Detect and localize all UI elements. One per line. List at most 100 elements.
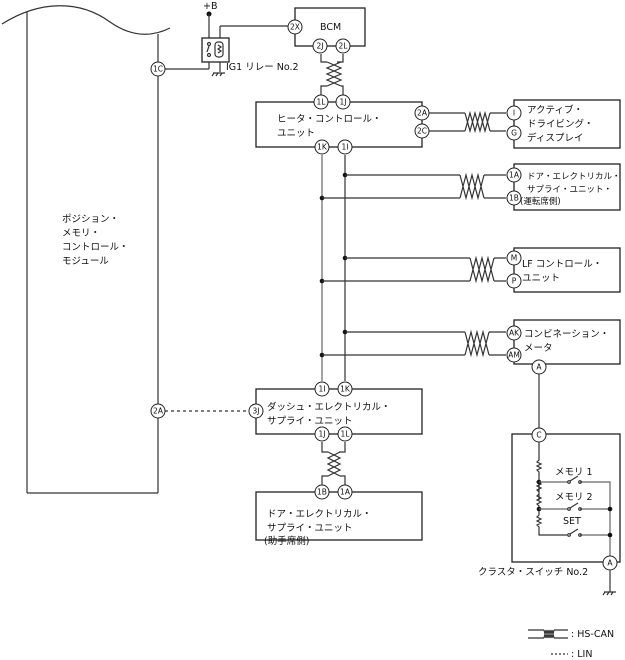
svg-text:ポジション・: ポジション・: [62, 214, 119, 225]
svg-text:2A: 2A: [153, 407, 164, 416]
svg-text:1A: 1A: [509, 171, 520, 180]
power-label: +B: [203, 1, 217, 12]
svg-text:1L: 1L: [341, 430, 351, 439]
cluster-box: [511, 433, 621, 563]
svg-text:A: A: [607, 559, 613, 568]
pesu-box: [255, 491, 423, 541]
svg-text:1I: 1I: [319, 385, 326, 394]
pin-hcu-1i: 1I: [337, 139, 353, 155]
svg-text:メモリ・: メモリ・: [62, 228, 100, 239]
hs-can-pair: [321, 442, 346, 486]
cluster-label: クラスタ・スイッチ No.2: [478, 567, 588, 578]
pin-dash-1l: 1L: [337, 426, 353, 442]
hcu-label: ヒータ・コントロール・: [277, 114, 382, 125]
pin-hcu-2c: 2C: [414, 123, 430, 139]
svg-text:1B: 1B: [509, 194, 519, 203]
pin-bcm-2l: 2L: [335, 38, 351, 54]
pin-dash-1k: 1K: [337, 381, 353, 397]
svg-text:1A: 1A: [340, 488, 351, 497]
pin-pesu-1b: 1B: [314, 484, 330, 500]
svg-text:1K: 1K: [340, 385, 351, 394]
switch-label-memory1: メモリ 1: [555, 467, 593, 478]
svg-text:コントロール・: コントロール・: [62, 242, 129, 253]
pin-hcu-2a: 2A: [414, 105, 430, 121]
svg-text:AK: AK: [509, 329, 520, 338]
svg-text:2C: 2C: [417, 127, 427, 136]
svg-text:1L: 1L: [317, 98, 327, 107]
relay-label: IG1 リレー No.2: [226, 62, 299, 73]
desu-label: ドア・エレクトリカル・: [527, 172, 621, 182]
relay-icon: [206, 41, 224, 58]
hs-can-pair: [429, 110, 506, 134]
desu-branch: [319, 172, 506, 201]
pin-pcm-2a: 2A: [150, 403, 166, 419]
pin-lf-p: P: [506, 273, 522, 289]
ground-icon: [602, 591, 616, 596]
svg-text:I: I: [513, 109, 515, 118]
svg-text:サプライ・ユニット: サプライ・ユニット: [267, 523, 353, 534]
pcm-label: ポジション・ メモリ・ コントロール・ モジュール: [62, 214, 129, 267]
legend: : HS-CAN : LIN: [528, 629, 614, 660]
cm-box: [513, 319, 621, 365]
svg-text:P: P: [512, 277, 517, 286]
svg-text:C: C: [536, 431, 541, 440]
pin-lf-m: M: [506, 250, 522, 266]
svg-text:A: A: [536, 363, 542, 372]
pin-add-g: G: [506, 125, 522, 141]
bcm-label: BCM: [320, 22, 341, 33]
legend-hscan-symbol: [528, 629, 568, 639]
svg-text:AM: AM: [508, 351, 520, 360]
svg-text:1J: 1J: [340, 98, 347, 107]
add-box: [513, 99, 621, 149]
pin-bcm-2j: 2J: [312, 38, 328, 54]
svg-text:モジュール: モジュール: [62, 256, 109, 267]
svg-text:1C: 1C: [153, 65, 163, 74]
pin-cm-am: AM: [506, 347, 522, 363]
pin-add-i: I: [506, 105, 522, 121]
pin-dash-1j: 1J: [314, 426, 330, 442]
lf-box: [513, 247, 621, 293]
pin-hcu-1l: 1L: [313, 94, 329, 110]
svg-text:2J: 2J: [317, 42, 324, 51]
hs-can-pair: [320, 54, 344, 95]
svg-text:G: G: [511, 129, 517, 138]
switch-label-memory2: メモリ 2: [555, 492, 593, 503]
bcm-box: [294, 7, 366, 47]
svg-text:メータ: メータ: [524, 343, 553, 354]
desu-box: [513, 163, 621, 211]
dash-label: ダッシュ・エレクトリカル・: [267, 401, 391, 413]
svg-text:1J: 1J: [319, 430, 326, 439]
pin-dash-3j: 3J: [248, 403, 264, 419]
add-label: アクティブ・: [527, 104, 583, 116]
legend-hscan-label: : HS-CAN: [571, 629, 614, 640]
pin-desu-1b: 1B: [506, 190, 522, 206]
cm-branch: [319, 329, 506, 358]
svg-text:2L: 2L: [339, 42, 349, 51]
pin-bcm-2x: 2X: [287, 19, 303, 35]
dash-box: [255, 388, 423, 435]
pin-cm-ak: AK: [506, 325, 522, 341]
svg-text:ユニット: ユニット: [277, 128, 315, 139]
pesu-label: ドア・エレクトリカル・: [267, 509, 372, 520]
torn-edge: [1, 5, 171, 35]
svg-text:ユニット: ユニット: [522, 273, 560, 284]
pin-hcu-1j: 1J: [335, 94, 351, 110]
svg-text:2X: 2X: [290, 23, 300, 32]
svg-text:ドライビング・: ドライビング・: [527, 118, 594, 130]
pin-cluster-a: A: [602, 555, 618, 571]
pin-hcu-1k: 1K: [314, 139, 330, 155]
svg-text:サプライ・ユニット・: サプライ・ユニット・: [527, 185, 612, 195]
svg-text:ディスプレイ: ディスプレイ: [527, 132, 583, 144]
cm-label: コンビネーション・: [524, 329, 609, 340]
cluster-switch-circuit: [535, 442, 613, 571]
pin-desu-1a: 1A: [506, 167, 522, 183]
pin-pesu-1a: 1A: [337, 484, 353, 500]
svg-text:(助手席側): (助手席側): [264, 535, 309, 547]
svg-text:3J: 3J: [253, 407, 260, 416]
switch-label-set: SET: [563, 516, 581, 527]
svg-text:サプライ・ユニット: サプライ・ユニット: [267, 416, 353, 427]
svg-text:2A: 2A: [417, 109, 428, 118]
svg-text:M: M: [511, 254, 517, 263]
legend-lin-label: : LIN: [571, 649, 592, 660]
